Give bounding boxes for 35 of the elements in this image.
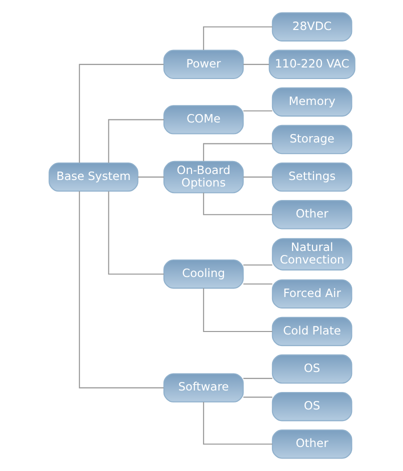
- node-box: Forced Air: [271, 279, 352, 309]
- node-box: Other: [271, 200, 352, 230]
- connector: [242, 110, 272, 112]
- node-box: COMe: [162, 105, 244, 134]
- node-box: OS: [271, 354, 352, 384]
- connector: [202, 402, 272, 445]
- connector: [202, 192, 272, 216]
- connector: [242, 378, 272, 379]
- connector: [202, 26, 272, 50]
- connector: [78, 191, 164, 388]
- connector: [108, 191, 164, 275]
- connector: [78, 64, 164, 163]
- node-box: 28VDC: [271, 12, 352, 42]
- node-box: Settings: [271, 162, 352, 192]
- connector: [108, 119, 164, 163]
- connector: [202, 288, 272, 332]
- node-box: Software: [162, 373, 244, 402]
- node-box: 110-220 VAC: [268, 50, 355, 80]
- connector: [242, 176, 272, 178]
- node-box: Natural Convection: [271, 238, 352, 270]
- connector: [202, 143, 272, 162]
- connector: [242, 396, 272, 398]
- connector: [242, 283, 272, 285]
- node-box: Storage: [271, 124, 352, 154]
- node-box: Cold Plate: [271, 316, 352, 346]
- connector: [242, 264, 272, 266]
- node-box: OS: [271, 392, 352, 422]
- node-box: On-Board Options: [162, 160, 244, 194]
- node-box: Base System: [48, 162, 138, 192]
- node-box: Power: [162, 50, 244, 80]
- connector: [137, 176, 164, 178]
- node-box: Other: [271, 430, 352, 459]
- node-box: Cooling: [162, 260, 244, 289]
- node-box: Memory: [271, 87, 352, 117]
- connector: [242, 64, 268, 65]
